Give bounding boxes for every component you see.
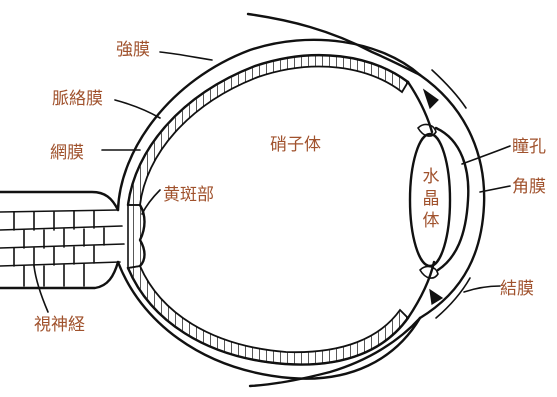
label-pupil: 瞳孔 xyxy=(512,137,546,157)
iris-upper-ring xyxy=(417,123,437,137)
lens-outline xyxy=(408,132,452,268)
label-conjunctiva: 結膜 xyxy=(500,279,534,299)
label-macula: 黄斑部 xyxy=(163,185,214,205)
label-choroid: 脈絡膜 xyxy=(52,89,103,109)
optic-nerve-fibers xyxy=(0,209,125,287)
iris-upper xyxy=(422,88,439,110)
iris-lower-ring xyxy=(419,265,439,279)
sclera-outline xyxy=(116,38,422,380)
leader-cornea xyxy=(479,185,511,193)
label-lens-char: 水 xyxy=(423,167,440,187)
lower-eyelid-fold xyxy=(435,277,471,319)
label-lens-char: 体 xyxy=(423,211,440,231)
leader-conjunctiva xyxy=(463,285,501,293)
leader-pupil xyxy=(461,145,511,165)
label-lens-char: 晶 xyxy=(423,189,440,209)
iris-lower xyxy=(429,288,444,305)
retina-band-upper xyxy=(126,54,410,206)
ciliary-upper-outline xyxy=(406,80,434,134)
cornea-inner xyxy=(434,126,470,272)
label-cornea: 角膜 xyxy=(512,177,546,197)
leader-sclera xyxy=(159,51,213,61)
upper-eyelid-fold xyxy=(431,69,467,109)
leader-choroid xyxy=(114,99,161,119)
leader-optic-nerve xyxy=(33,265,49,313)
upper-eyelid xyxy=(246,12,422,77)
cornea-outer xyxy=(418,73,486,320)
label-optic-nerve: 視神経 xyxy=(34,315,85,335)
label-sclera: 強膜 xyxy=(116,40,150,60)
lower-eyelid xyxy=(248,316,422,388)
leader-lines xyxy=(33,51,511,313)
label-retina: 網膜 xyxy=(50,143,84,163)
label-lens: 水晶体 xyxy=(423,167,440,231)
label-vitreous: 硝子体 xyxy=(270,135,321,155)
optic-nerve-outline xyxy=(0,190,120,290)
leader-macula xyxy=(141,189,161,215)
retina-band-lower xyxy=(126,264,410,366)
